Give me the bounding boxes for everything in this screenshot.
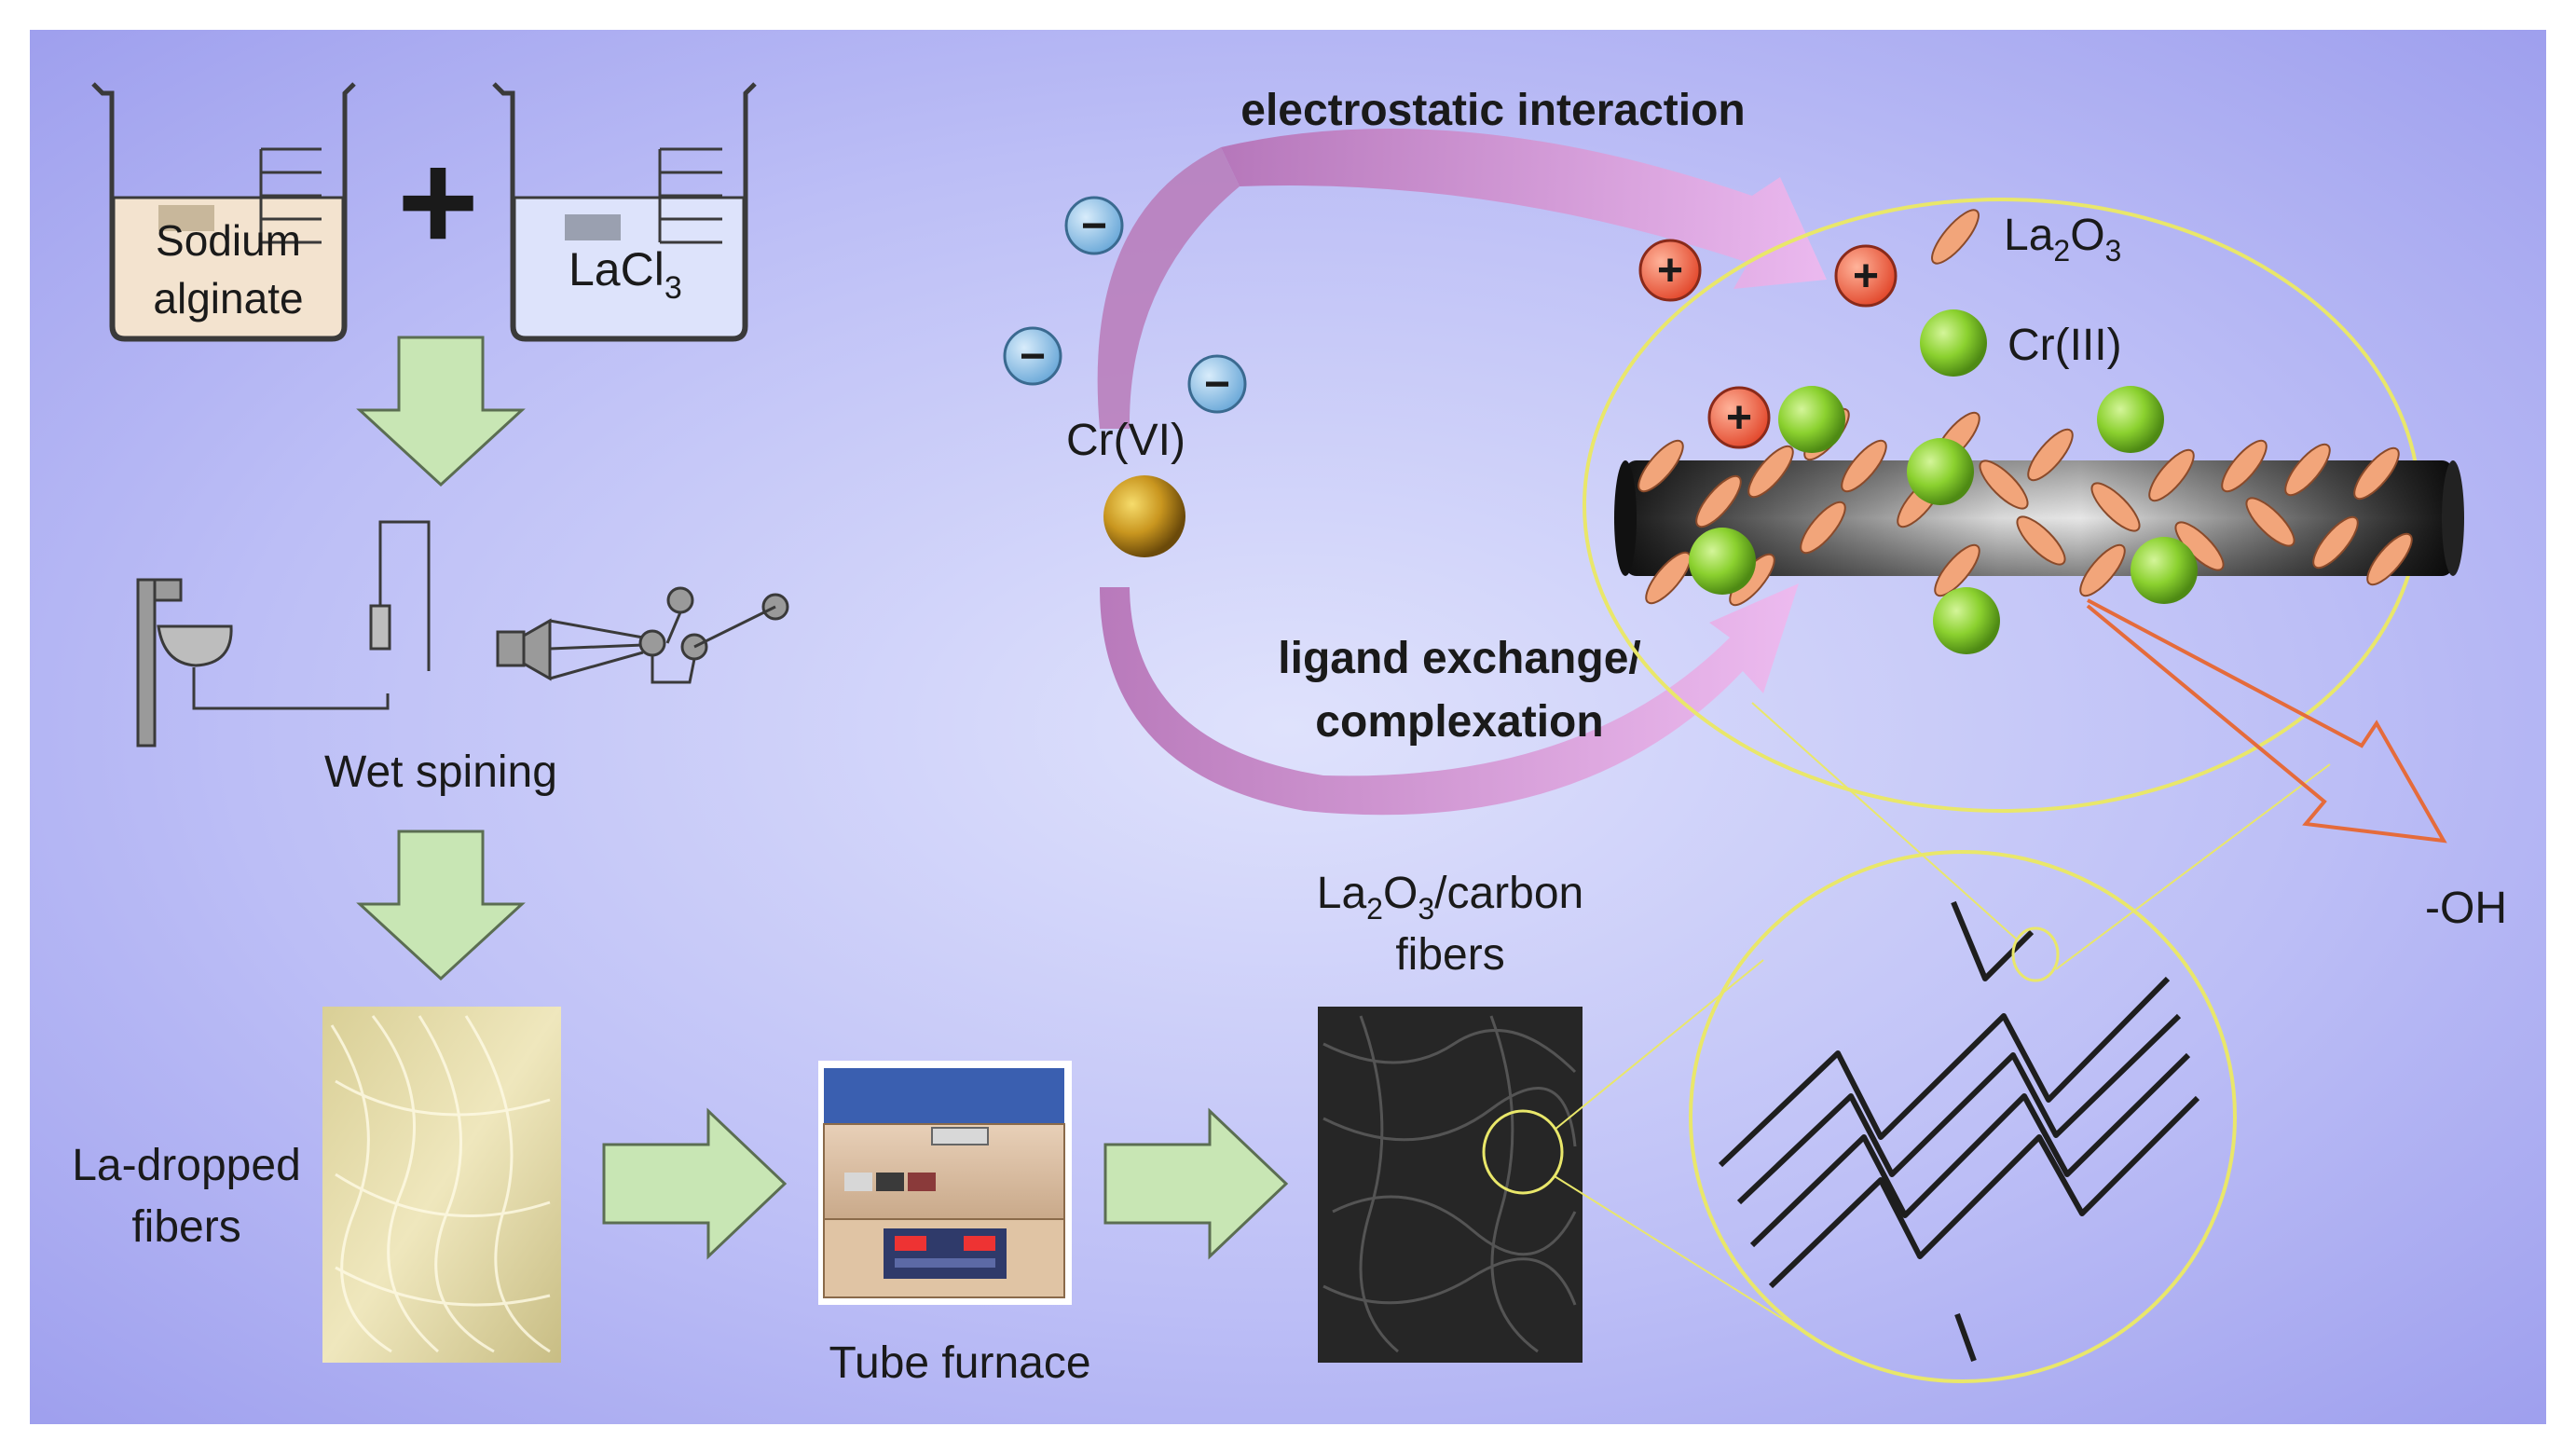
negative-ion: −	[1003, 326, 1062, 386]
svg-text:−: −	[1020, 332, 1046, 381]
ligand-exchange-label-line2: complexation	[1315, 697, 1603, 747]
la-fibers-label-line1: La-dropped	[72, 1141, 301, 1190]
positive-ion: +	[1834, 244, 1898, 308]
zoom-circle-small	[1482, 1109, 1564, 1195]
wet-spinning-apparatus	[136, 520, 789, 748]
ligand-exchange-label-line1: ligand exchange/	[1278, 634, 1640, 683]
la-dropped-fibers-photo	[322, 1007, 561, 1363]
fiber-zoom-ellipse	[1689, 850, 2237, 1383]
electrostatic-label: electrostatic interaction	[1240, 86, 1746, 135]
la-fibers-label-line2: fibers	[131, 1202, 240, 1252]
arrow-down-1	[356, 336, 526, 487]
positive-ion: +	[1707, 386, 1771, 449]
svg-text:−: −	[1081, 201, 1107, 251]
cr3-legend-icon	[1920, 309, 1987, 377]
negative-ion: −	[1187, 354, 1247, 414]
tube-furnace-label: Tube furnace	[829, 1338, 1090, 1388]
wet-spinning-label: Wet spining	[324, 748, 557, 797]
svg-text:+: +	[1657, 246, 1683, 295]
negative-ion: −	[1064, 196, 1124, 255]
zoom-circle-tiny	[2011, 926, 2060, 982]
arrow-down-2	[356, 830, 526, 981]
cr6-label: Cr(VI)	[1066, 416, 1185, 465]
svg-text:+: +	[1853, 252, 1879, 301]
la2o3-legend-label: La2O3	[2004, 211, 2121, 267]
carbon-fiber-rod	[1614, 460, 2464, 576]
oh-arrow	[2086, 598, 2447, 844]
la2o3-particles	[1637, 407, 2413, 607]
svg-text:−: −	[1204, 360, 1230, 409]
positive-ion: +	[1638, 239, 1702, 302]
plus-sign: +	[397, 123, 479, 280]
beaker-left-label-line2: alginate	[153, 274, 303, 322]
svg-text:+: +	[1726, 393, 1752, 443]
beaker-right-label: LaCl3	[569, 243, 682, 306]
cr3-legend-label: Cr(III)	[2007, 321, 2122, 370]
carbon-fibers-label-line1: La2O3/carbon	[1317, 869, 1583, 926]
carbon-fibers-label-line2: fibers	[1395, 930, 1504, 980]
zoom-guide-lines-upper	[1751, 702, 2331, 970]
mechanism-loop	[1097, 128, 1827, 816]
arrow-right-2	[1103, 1107, 1289, 1260]
la2o3-legend-icon	[1931, 209, 1980, 265]
oh-label: -OH	[2425, 884, 2507, 933]
arrow-right-1	[602, 1107, 788, 1260]
beaker-sodium-alginate: Sodium alginate	[91, 82, 356, 342]
carbon-fibers-photo	[1318, 1007, 1583, 1363]
beaker-lacl3: LaCl3	[492, 82, 757, 342]
cr3-particles	[1689, 386, 2198, 654]
cr6-ball	[1103, 475, 1185, 557]
beaker-left-label-line1: Sodium	[156, 216, 301, 265]
tube-furnace-photo	[818, 1061, 1072, 1305]
